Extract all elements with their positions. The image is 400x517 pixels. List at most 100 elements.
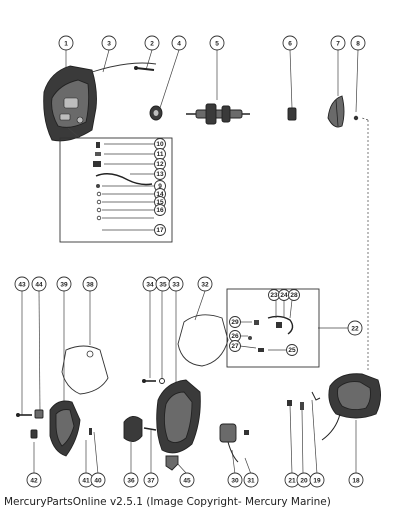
- svg-text:32: 32: [201, 281, 209, 288]
- svg-text:1: 1: [64, 40, 68, 47]
- callout-17: 17: [154, 224, 166, 236]
- svg-text:14: 14: [156, 191, 164, 198]
- callout-39: 39: [56, 276, 72, 292]
- pack-18: [321, 373, 381, 441]
- svg-text:39: 39: [60, 281, 68, 288]
- svg-text:33: 33: [172, 281, 180, 288]
- svg-text:3: 3: [107, 40, 111, 47]
- callout-38: 38: [82, 276, 98, 292]
- svg-text:25: 25: [288, 347, 296, 354]
- gasket-32: [177, 314, 229, 367]
- svg-text:45: 45: [183, 477, 191, 484]
- svg-text:4: 4: [177, 40, 181, 47]
- callout-32: 32: [197, 276, 213, 292]
- svg-text:27: 27: [231, 343, 239, 350]
- clip-31: [244, 430, 249, 435]
- pump-body-39: [49, 400, 81, 457]
- svg-text:34: 34: [146, 281, 154, 288]
- callout-45: 45: [179, 472, 195, 488]
- svg-text:13: 13: [156, 171, 164, 178]
- svg-text:9: 9: [158, 183, 162, 190]
- callout-3: 3: [101, 35, 117, 51]
- svg-text:44: 44: [35, 281, 43, 288]
- callout-4: 4: [171, 35, 187, 51]
- cover-33: [156, 379, 201, 454]
- svg-text:7: 7: [336, 40, 340, 47]
- svg-text:8: 8: [356, 40, 360, 47]
- callout-34: 34: [142, 276, 158, 292]
- svg-text:38: 38: [86, 281, 94, 288]
- svg-text:10: 10: [156, 141, 164, 148]
- svg-text:23: 23: [270, 292, 278, 299]
- svg-text:12: 12: [156, 161, 164, 168]
- callout-28: 28: [288, 289, 300, 301]
- screw-part: [353, 115, 359, 121]
- screw-43: [16, 413, 32, 417]
- callout-7: 7: [330, 35, 346, 51]
- bearing-part: [149, 105, 163, 121]
- part-42: [30, 429, 38, 439]
- kit-box: [59, 127, 173, 243]
- callout-12: 12: [154, 158, 166, 170]
- callout-13: 13: [154, 168, 166, 180]
- callout-16: 16: [154, 204, 166, 216]
- callout-29: 29: [229, 316, 241, 328]
- callout-23: 23: [268, 289, 280, 301]
- svg-text:24: 24: [280, 292, 288, 299]
- callout-19: 19: [309, 472, 325, 488]
- callout-24: 24: [278, 289, 290, 301]
- small-parts-19-21: [287, 391, 321, 410]
- svg-text:2: 2: [150, 40, 154, 47]
- callout-35: 35: [155, 276, 171, 292]
- callout-6: 6: [282, 35, 298, 51]
- callout-44: 44: [31, 276, 47, 292]
- callout-37: 37: [143, 472, 159, 488]
- svg-text:36: 36: [127, 477, 135, 484]
- plate-part: [327, 95, 345, 128]
- callout-5: 5: [209, 35, 225, 51]
- callout-10: 10: [154, 138, 166, 150]
- pin-40-41: [89, 428, 92, 435]
- coil-part-30: [219, 423, 239, 463]
- svg-text:26: 26: [231, 333, 239, 340]
- callout-18: 18: [348, 472, 364, 488]
- callout-8: 8: [350, 35, 366, 51]
- svg-text:15: 15: [156, 199, 164, 206]
- svg-text:35: 35: [159, 281, 167, 288]
- svg-text:41: 41: [82, 477, 90, 484]
- pin-part: [91, 62, 157, 73]
- svg-text:16: 16: [156, 207, 164, 214]
- bolt-34: [142, 379, 156, 383]
- small-bearing-part: [287, 107, 297, 121]
- svg-text:19: 19: [313, 477, 321, 484]
- callout-1: 1: [58, 35, 74, 51]
- svg-text:31: 31: [247, 477, 255, 484]
- svg-text:43: 43: [18, 281, 26, 288]
- gasket-38: [61, 345, 109, 395]
- callout-43: 43: [14, 276, 30, 292]
- callout-27: 27: [229, 340, 241, 352]
- svg-text:40: 40: [94, 477, 102, 484]
- crankshaft-part: [186, 103, 250, 125]
- svg-text:18: 18: [352, 477, 360, 484]
- callout-11: 11: [154, 148, 166, 160]
- svg-text:22: 22: [351, 325, 359, 332]
- svg-text:42: 42: [30, 477, 38, 484]
- svg-text:11: 11: [157, 151, 164, 158]
- svg-text:20: 20: [300, 477, 308, 484]
- screw-37: [143, 427, 157, 431]
- svg-text:37: 37: [147, 477, 155, 484]
- svg-text:29: 29: [231, 319, 239, 326]
- svg-text:5: 5: [215, 40, 219, 47]
- callout-42: 42: [26, 472, 42, 488]
- callout-25: 25: [286, 344, 298, 356]
- callout-26: 26: [229, 330, 241, 342]
- svg-text:28: 28: [290, 292, 298, 299]
- housing-part: [43, 65, 97, 142]
- callout-36: 36: [123, 472, 139, 488]
- svg-text:21: 21: [288, 477, 296, 484]
- washer-35: [159, 378, 165, 384]
- callout-2: 2: [144, 35, 160, 51]
- callout-22: 22: [347, 320, 363, 336]
